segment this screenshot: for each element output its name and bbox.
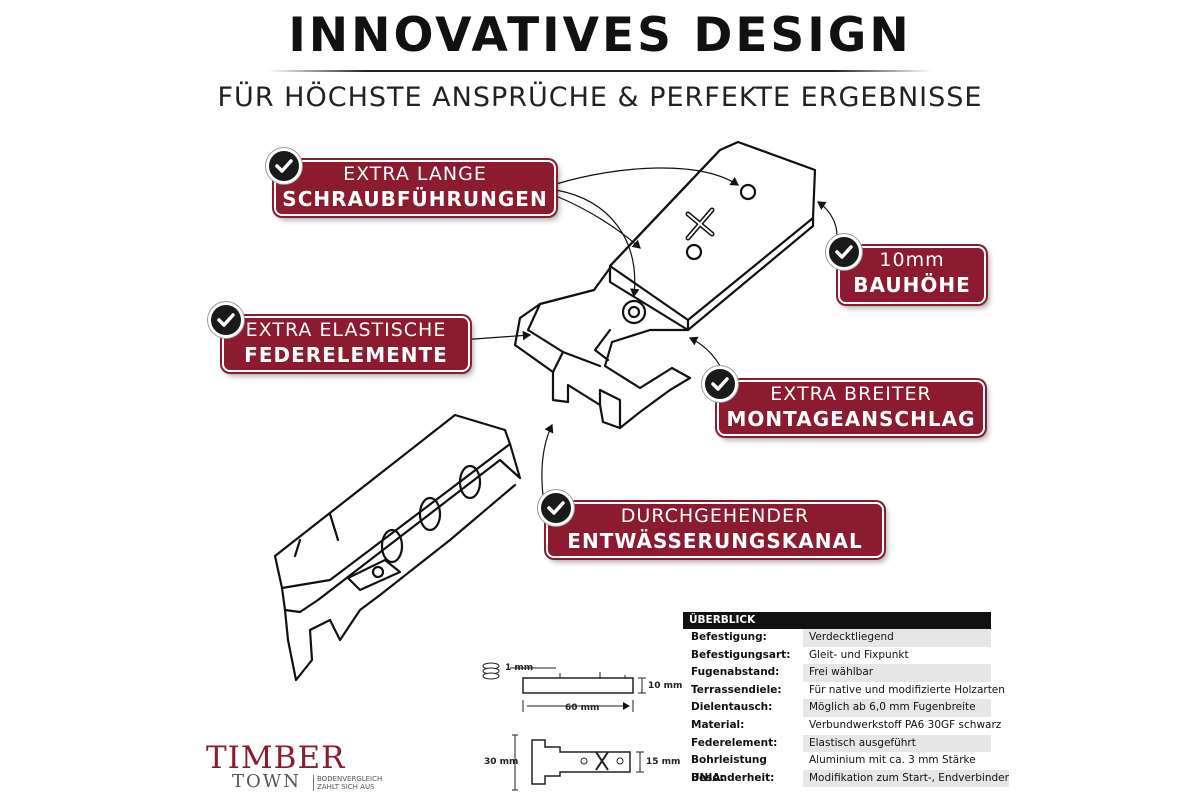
row-value: Aluminium mit ca. 3 mm Stärke — [809, 754, 976, 767]
badge-line1: EXTRA BREITER — [770, 383, 932, 405]
badge-line2: ENTWÄSSERUNGSKANAL — [567, 529, 863, 553]
table-row: Befestigungsart: Gleit- und Fixpunkt — [683, 647, 991, 665]
row-key: Bohrleistung UNIA: — [691, 754, 767, 784]
badge-line1: EXTRA ELASTISCHE — [245, 319, 447, 341]
row-key: Material: — [691, 718, 745, 731]
row-value: Verbundwerkstoff PA6 30GF schwarz — [809, 718, 1002, 731]
row-value: Frei wählbar — [803, 664, 991, 682]
page-subtitle: FÜR HÖCHSTE ANSPRÜCHE & PERFEKTE ERGEBNI… — [217, 82, 983, 113]
badge-screw-guides: EXTRA LANGE SCHRAUBFÜHRUNGEN — [274, 160, 556, 216]
row-key: Befestigungsart: — [691, 648, 791, 661]
checkmark-icon — [208, 302, 244, 338]
dim-width-left: 30 mm — [484, 757, 519, 767]
badge-line2: FEDERELEMENTE — [244, 343, 448, 367]
badge-line1: EXTRA LANGE — [343, 163, 487, 185]
page-title: INNOVATIVES DESIGN — [288, 8, 912, 63]
row-value: Verdecktliegend — [803, 629, 991, 647]
clip-top-drawing — [513, 140, 817, 430]
badge-line1: DURCHGEHENDER — [620, 505, 810, 527]
table-row: Dielentausch: Möglich ab 6,0 mm Fugenbrei… — [683, 699, 991, 717]
badge-line2: BAUHÖHE — [853, 273, 971, 297]
overview-heading: ÜBERBLICK — [683, 612, 991, 629]
thickness-icon — [482, 662, 500, 680]
row-value: Möglich ab 6,0 mm Fugenbreite — [803, 699, 991, 717]
row-key: Dielentausch: — [691, 701, 773, 714]
badge-line2: SCHRAUBFÜHRUNGEN — [282, 187, 548, 211]
checkmark-icon — [702, 366, 738, 402]
logo-timber: TIMBER — [206, 740, 346, 776]
table-row: Bohrleistung UNIA: Aluminium mit ca. 3 mm… — [683, 752, 991, 784]
row-key: Fugenabstand: — [691, 666, 780, 679]
badge-line2: MONTAGEANSCHLAG — [726, 407, 976, 431]
table-row: Befestigung: Verdecktliegend — [683, 629, 991, 647]
checkmark-icon — [538, 490, 574, 526]
dim-width-right: 15 mm — [646, 757, 681, 767]
badge-spring-elements: EXTRA ELASTISCHE FEDERELEMENTE — [222, 316, 470, 372]
badge-line1: 10mm — [879, 249, 945, 271]
table-row: Federelement: Elastisch ausgeführt — [683, 734, 991, 753]
badge-height: 10mm BAUHÖHE — [838, 246, 986, 304]
row-value: Gleit- und Fixpunkt — [809, 648, 909, 661]
table-row: Besonderheit: Modifikation zum Start-, En… — [683, 769, 1009, 788]
checkmark-icon — [266, 148, 302, 184]
title-divider — [268, 70, 932, 72]
table-row: Fugenabstand: Frei wählbar — [683, 664, 991, 682]
clip-bottom-drawing — [273, 413, 522, 682]
row-value: Elastisch ausgeführt — [803, 734, 991, 753]
logo-tagline-2: ZAHLT SICH AUS — [317, 783, 375, 791]
row-key: Terrassendiele: — [691, 683, 782, 696]
row-key: Federelement: — [691, 736, 778, 749]
table-row: Terrassendiele: Für native und modifizier… — [683, 682, 1005, 700]
dimension-drawings — [510, 667, 646, 791]
logo-town: TOWN — [232, 771, 302, 792]
row-value: Modifikation zum Start-, Endverbinder — [803, 769, 1009, 788]
dim-height: 10 mm — [648, 681, 683, 691]
checkmark-icon — [826, 234, 862, 270]
row-value: Für native und modifizierte Holzarten — [809, 683, 1005, 696]
row-key: Befestigung: — [691, 631, 767, 643]
badge-mounting-stop: EXTRA BREITER MONTAGEANSCHLAG — [717, 380, 985, 436]
dim-thickness: 1 mm — [505, 663, 534, 673]
table-row: Material: Verbundwerkstoff PA6 30GF schwa… — [683, 717, 1001, 735]
row-key: Besonderheit: — [691, 771, 775, 784]
logo-tagline: BODENVERGLEICH ZAHLT SICH AUS — [313, 775, 382, 791]
badge-drainage-channel: DURCHGEHENDER ENTWÄSSERUNGSKANAL — [546, 502, 884, 558]
logo-tagline-1: BODENVERGLEICH — [317, 775, 383, 783]
dim-length: 60 mm — [565, 703, 600, 713]
